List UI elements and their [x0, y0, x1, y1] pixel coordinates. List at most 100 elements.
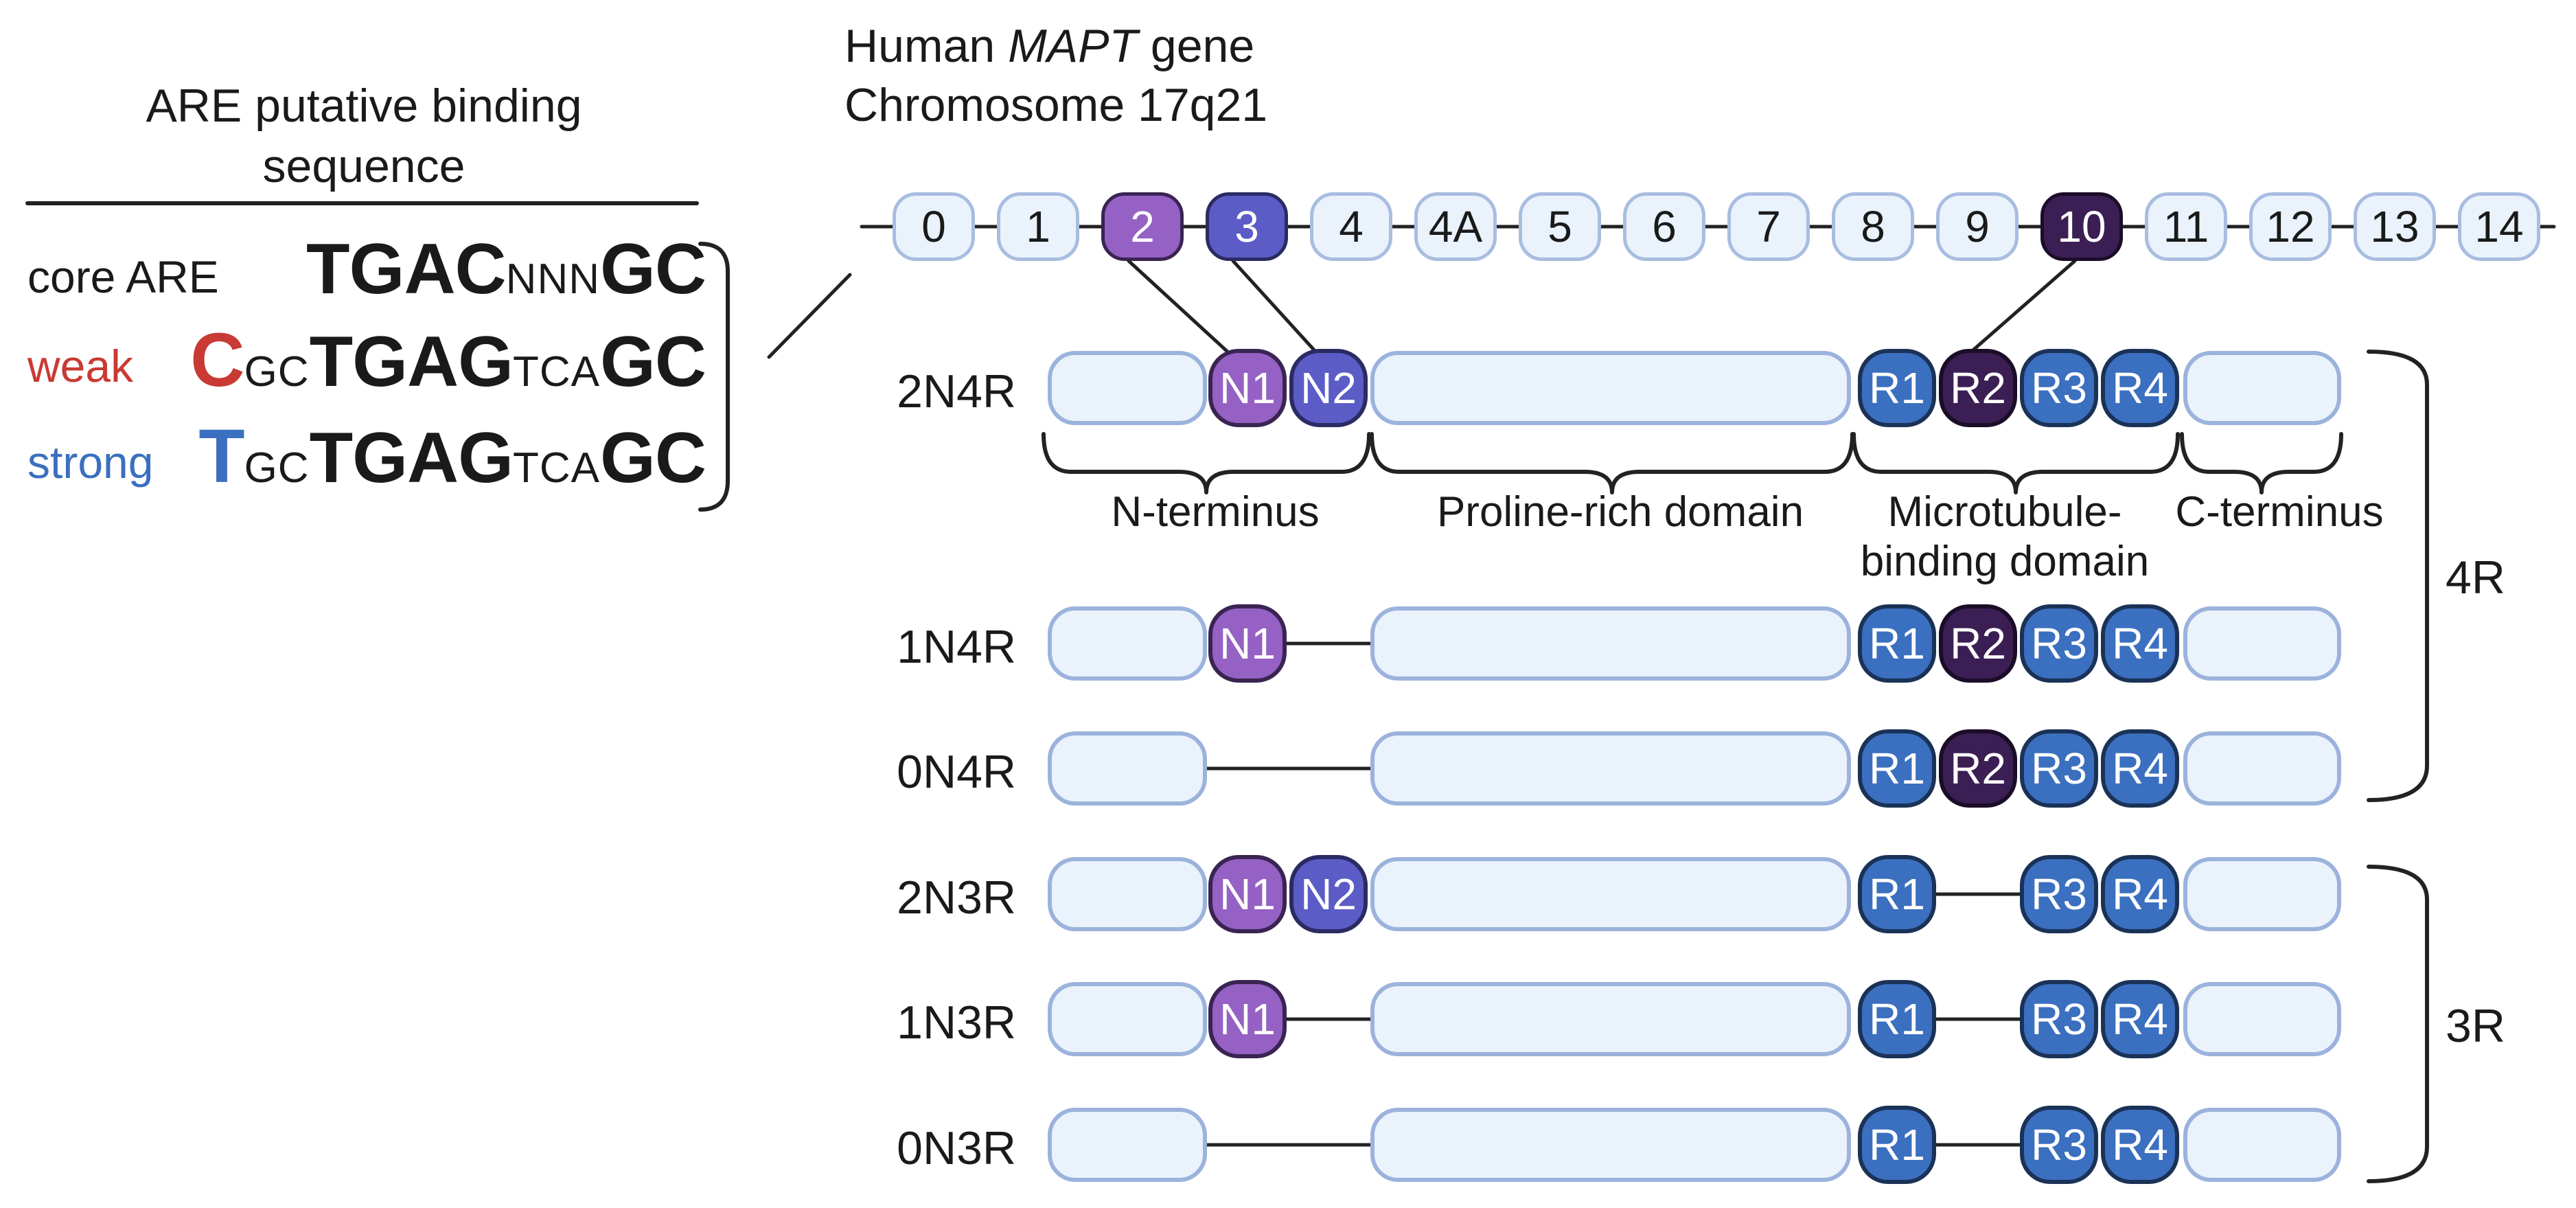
repeat-r2: R2 [1939, 604, 2017, 683]
exon-11: 11 [2145, 192, 2227, 261]
domain-label-microtubule-line2: binding domain [1860, 538, 2150, 585]
brace-proline-rich [1370, 432, 1854, 494]
isoform-label: 2N3R [897, 871, 1016, 924]
repeat-r1: R1 [1858, 349, 1936, 427]
gene-title-line1: Human MAPT gene [844, 16, 1267, 76]
are-sequence-variable: TCA [513, 348, 600, 396]
are-sequence-variable: TCA [513, 444, 600, 492]
are-sequence-variable: NNN [505, 255, 600, 303]
c-terminal-segment [2183, 982, 2341, 1056]
connector-exon10-r2 [1968, 259, 2077, 355]
are-variant-base: C [190, 318, 244, 402]
domain-n1: N1 [1208, 604, 1287, 683]
gene-symbol: MAPT [1008, 20, 1138, 72]
n-terminal-segment [1048, 857, 1207, 931]
n-terminal-segment [1048, 1108, 1207, 1182]
exon-12: 12 [2249, 192, 2332, 261]
n-terminal-segment [1048, 351, 1207, 425]
c-terminal-segment [2183, 857, 2341, 931]
repeat-r4: R4 [2101, 604, 2179, 683]
domain-n2: N2 [1289, 349, 1368, 427]
gene-title: Human MAPT gene Chromosome 17q21 [844, 16, 1267, 135]
connector-exon2-n1 [1127, 259, 1231, 355]
repeat-r3: R3 [2020, 604, 2098, 683]
c-terminal-segment [2183, 606, 2341, 681]
repeat-r1: R1 [1858, 855, 1936, 933]
brace-c-terminus [2180, 432, 2343, 494]
chromosome-location: Chromosome 17q21 [844, 79, 1268, 131]
exon-7: 7 [1727, 192, 1810, 261]
are-row-label: strong [27, 437, 154, 488]
repeat-r4: R4 [2101, 1106, 2179, 1184]
repeat-r3: R3 [2020, 729, 2098, 808]
exon-6: 6 [1623, 192, 1705, 261]
domain-n1: N1 [1208, 855, 1287, 933]
domain-label-proline-rich: Proline-rich domain [1436, 488, 1804, 536]
repeat-r4: R4 [2101, 349, 2179, 427]
n-terminal-segment [1048, 731, 1207, 806]
are-bracket [698, 242, 730, 512]
exon-4: 4 [1310, 192, 1392, 261]
c-terminal-segment [2183, 351, 2341, 425]
are-heading-line2: sequence [262, 140, 465, 192]
proline-rich-segment [1370, 606, 1851, 681]
proline-rich-segment [1370, 351, 1851, 425]
isoform-label: 2N4R [897, 365, 1016, 418]
are-zoom-line [767, 273, 852, 359]
group-label-4r: 4R [2446, 551, 2505, 604]
are-sequence-core: GC [600, 322, 706, 402]
isoform-label: 0N4R [897, 746, 1016, 798]
isoform-label: 1N3R [897, 996, 1016, 1049]
domain-label-c-terminus: C-terminus [2175, 488, 2384, 536]
are-sequence-variable: GC [244, 444, 310, 492]
proline-rich-segment [1370, 857, 1851, 931]
exon-1: 1 [997, 192, 1079, 261]
repeat-r1: R1 [1858, 729, 1936, 808]
group-label-3r: 3R [2446, 1000, 2505, 1052]
exon-9: 9 [1936, 192, 2019, 261]
brace-n-terminus [1042, 432, 1371, 494]
exon-2: 2 [1101, 192, 1184, 261]
are-row-label: core ARE [27, 251, 219, 302]
gene-title-suffix: gene [1138, 20, 1255, 72]
repeat-r2: R2 [1939, 349, 2017, 427]
domain-label-microtubule-binding: Microtubule- binding domain [1840, 488, 2170, 586]
isoform-label: 1N4R [897, 621, 1016, 673]
repeat-r4: R4 [2101, 729, 2179, 808]
bracket-3r [2367, 865, 2429, 1183]
connector-exon3-n2 [1231, 259, 1319, 355]
repeat-r4: R4 [2101, 980, 2179, 1058]
isoform-label: 0N3R [897, 1122, 1016, 1174]
repeat-r3: R3 [2020, 855, 2098, 933]
domain-n1: N1 [1208, 980, 1287, 1058]
exon-10: 10 [2040, 192, 2123, 261]
repeat-r1: R1 [1858, 1106, 1936, 1184]
repeat-r1: R1 [1858, 604, 1936, 683]
domain-n1: N1 [1208, 349, 1287, 427]
brace-microtubule-binding [1852, 432, 2180, 494]
repeat-r3: R3 [2020, 980, 2098, 1058]
bracket-4r [2367, 350, 2429, 802]
are-row-label: weak [27, 341, 134, 391]
are-sequence-core: TGAG [309, 418, 514, 498]
repeat-r4: R4 [2101, 855, 2179, 933]
n-terminal-segment [1048, 606, 1207, 681]
c-terminal-segment [2183, 731, 2341, 806]
repeat-r3: R3 [2020, 349, 2098, 427]
are-sequence-core: TGAG [309, 322, 514, 402]
proline-rich-segment [1370, 731, 1851, 806]
are-heading: ARE putative binding sequence [27, 76, 700, 196]
repeat-r1: R1 [1858, 980, 1936, 1058]
exon-4A: 4A [1414, 192, 1497, 261]
proline-rich-segment [1370, 982, 1851, 1056]
exon-3: 3 [1206, 192, 1288, 261]
are-heading-line1: ARE putative binding [146, 80, 582, 132]
domain-n2: N2 [1289, 855, 1368, 933]
exon-13: 13 [2354, 192, 2436, 261]
